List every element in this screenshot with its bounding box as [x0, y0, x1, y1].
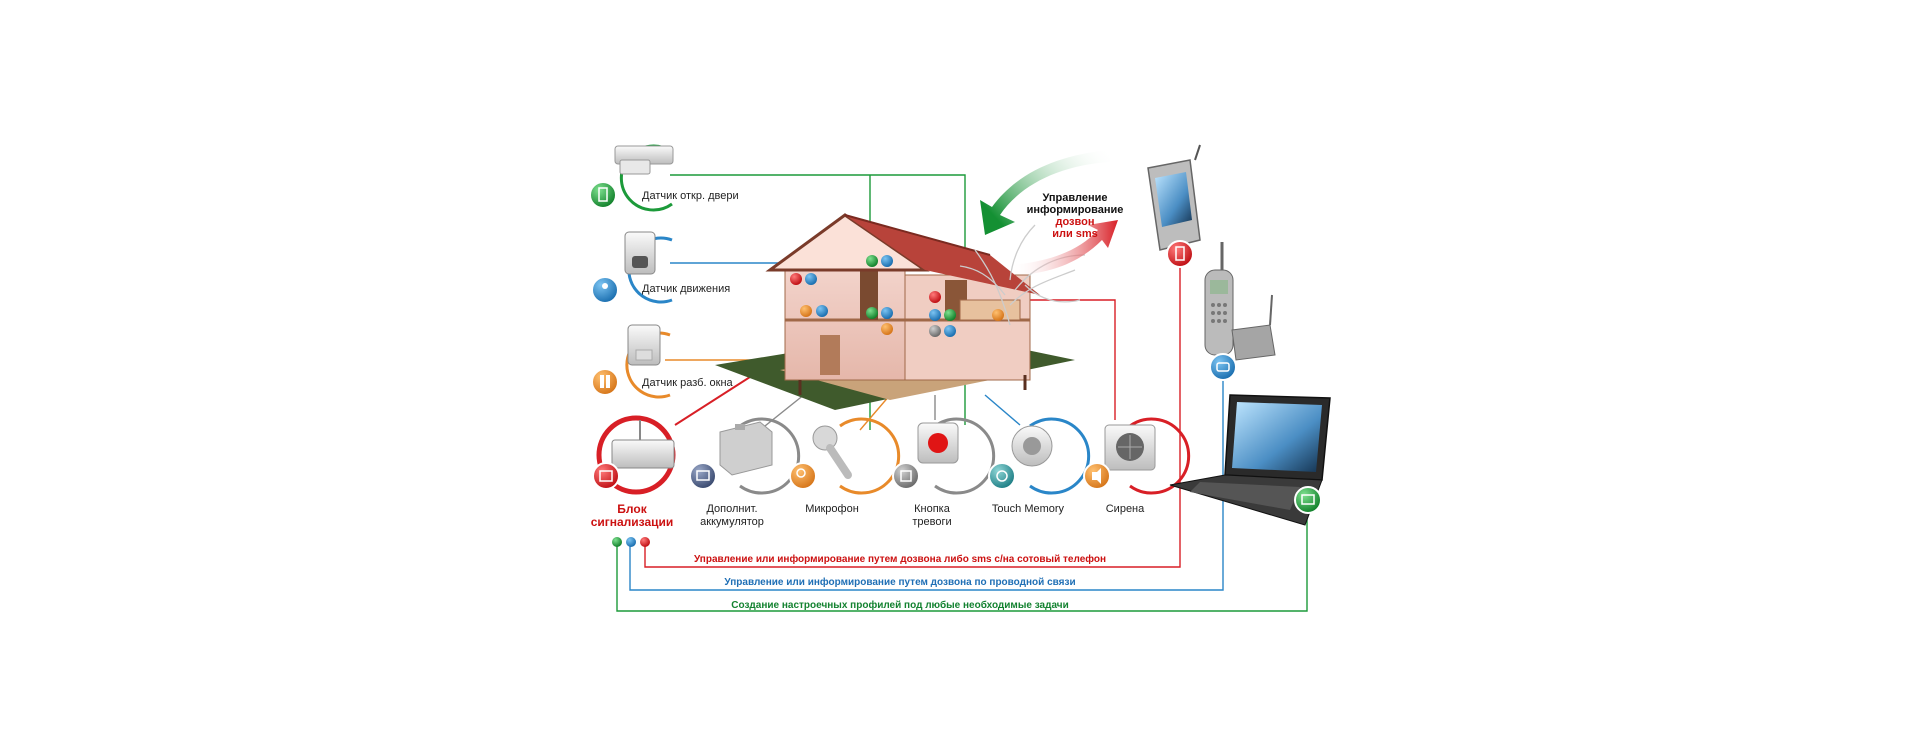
bottom-label-green: Создание настроечных профилей под любые … [731, 600, 1069, 611]
laptop-device [1169, 394, 1331, 526]
control-label-line3: дозвон [1055, 216, 1095, 228]
cordless-phone-device [1204, 242, 1276, 381]
motion-sensor [591, 231, 673, 304]
siren-label: Сирена [1105, 503, 1145, 515]
door-sensor-label: Датчик откр. двери [642, 190, 739, 202]
alarm-block-label-line1: Блок [617, 502, 647, 516]
touch-memory-label: Touch Memory [991, 503, 1065, 515]
pda-device [1147, 144, 1201, 268]
control-arrow-green [980, 150, 1110, 235]
panic-button-device [892, 417, 996, 495]
panic-button-label: Кнопка тревоги [882, 503, 982, 529]
alarm-block-label-line2: сигнализации [590, 515, 674, 529]
panic-button-label-line2: тревоги [912, 516, 952, 528]
control-label-line4: или sms [1052, 228, 1098, 240]
bottom-red-line [644, 262, 1181, 568]
control-label-line2: информирование [1026, 204, 1124, 216]
bottom-green-line [616, 505, 1308, 612]
battery-label-line1: Дополнит. [706, 503, 758, 515]
microphone-device [789, 417, 901, 495]
mic-line [859, 394, 891, 431]
house-wall-right [904, 274, 1031, 381]
bottom-label-blue: Управление или информирование путем дозв… [724, 577, 1076, 588]
house-illustration [715, 213, 1086, 410]
control-arrow-red [1010, 220, 1118, 275]
connector-dots [612, 537, 650, 547]
siren-line [1010, 299, 1116, 420]
microphone-label: Микрофон [805, 503, 859, 515]
panic-button-label-line1: Кнопка [914, 503, 950, 515]
connection-lines [616, 174, 1308, 612]
house-wall-left [784, 264, 906, 381]
window-sensor-label: Датчик разб. окна [642, 377, 733, 389]
bottom-label-red: Управление или информирование путем дозв… [693, 554, 1107, 565]
alarm-block-device [592, 415, 676, 495]
battery-device [689, 417, 801, 495]
house-markers [790, 255, 1004, 337]
battery-label-line2: аккумулятор [700, 516, 764, 528]
control-label-line1: Управление [1042, 192, 1108, 204]
motion-sensor-label: Датчик движения [642, 283, 731, 295]
control-label: Управление информирование дозвон или sms [1020, 192, 1130, 240]
window-sensor [591, 324, 671, 399]
touch-memory-device [988, 417, 1091, 495]
door-sensor [589, 144, 674, 212]
touch-line [984, 394, 1021, 426]
siren-device [1083, 417, 1191, 495]
alarm-block-label: Блок сигнализации [582, 503, 682, 529]
battery-label: Дополнит. аккумулятор [682, 503, 782, 529]
